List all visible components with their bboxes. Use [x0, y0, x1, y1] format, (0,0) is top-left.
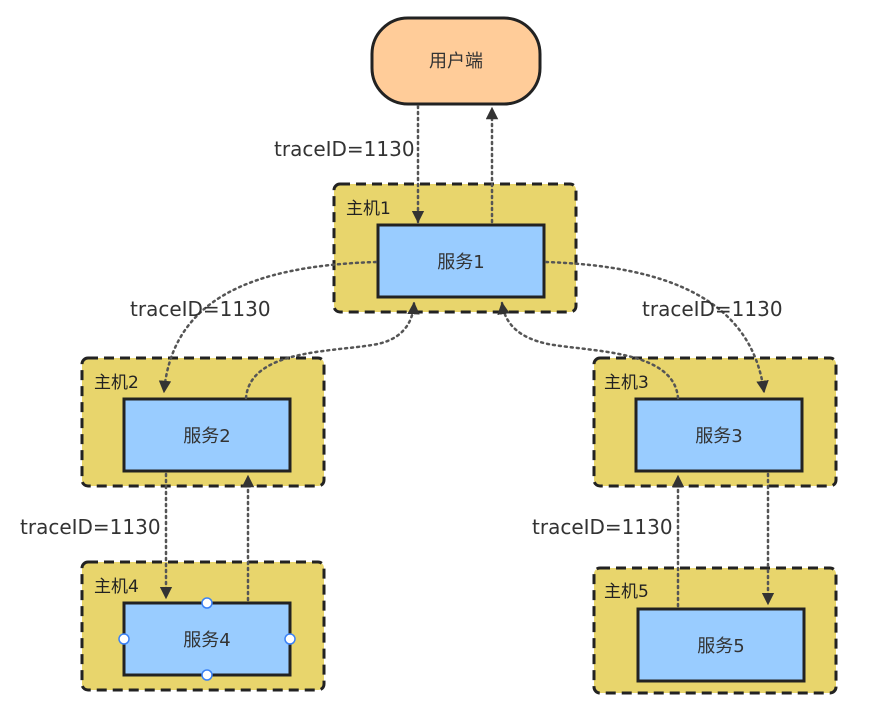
service-5-box[interactable]: [636, 607, 806, 683]
service-3-label: 服务3: [695, 426, 742, 447]
host-4[interactable]: 主机4 服务4: [80, 560, 326, 692]
edge-label-host2-to-host4: traceID=1130: [20, 515, 161, 539]
service-1-label: 服务1: [437, 252, 484, 273]
edge-label-client-to-host1: traceID=1130: [274, 137, 415, 161]
selection-handle-bottom[interactable]: [201, 669, 213, 681]
host-2-label: 主机2: [94, 373, 139, 393]
host-3[interactable]: 主机3 服务3: [592, 356, 838, 488]
host-1[interactable]: 主机1 服务1: [332, 182, 578, 314]
service-3-box[interactable]: [634, 397, 804, 473]
service-4-label: 服务4: [183, 630, 230, 651]
service-2-label: 服务2: [183, 426, 230, 447]
service-5-label: 服务5: [697, 636, 744, 657]
service-1-box[interactable]: [376, 223, 546, 299]
host-5[interactable]: 主机5 服务5: [592, 566, 838, 695]
host-5-label: 主机5: [604, 582, 649, 602]
service-2-box[interactable]: [122, 397, 292, 473]
selection-handle-right[interactable]: [284, 633, 296, 645]
arrow-service1-to-service3: [544, 260, 769, 394]
edge-label-host1-to-host3: traceID=1130: [642, 297, 783, 321]
host-2[interactable]: 主机2 服务2: [80, 356, 326, 488]
host-3-label: 主机3: [604, 373, 649, 393]
edge-label-host1-to-host2: traceID=1130: [130, 297, 271, 321]
arrow-service1-to-service2: [158, 260, 378, 394]
arrow-service3-to-service1: [497, 301, 680, 400]
client-label: 用户端: [429, 51, 483, 72]
edge-label-host3-to-host5: traceID=1130: [532, 515, 673, 539]
selection-handle-top[interactable]: [201, 597, 213, 609]
arrow-service2-to-service1: [244, 301, 420, 400]
host-4-label: 主机4: [94, 577, 139, 597]
selection-handle-left[interactable]: [118, 633, 130, 645]
host-1-label: 主机1: [346, 199, 391, 219]
client-node[interactable]: 用户端: [370, 16, 542, 106]
